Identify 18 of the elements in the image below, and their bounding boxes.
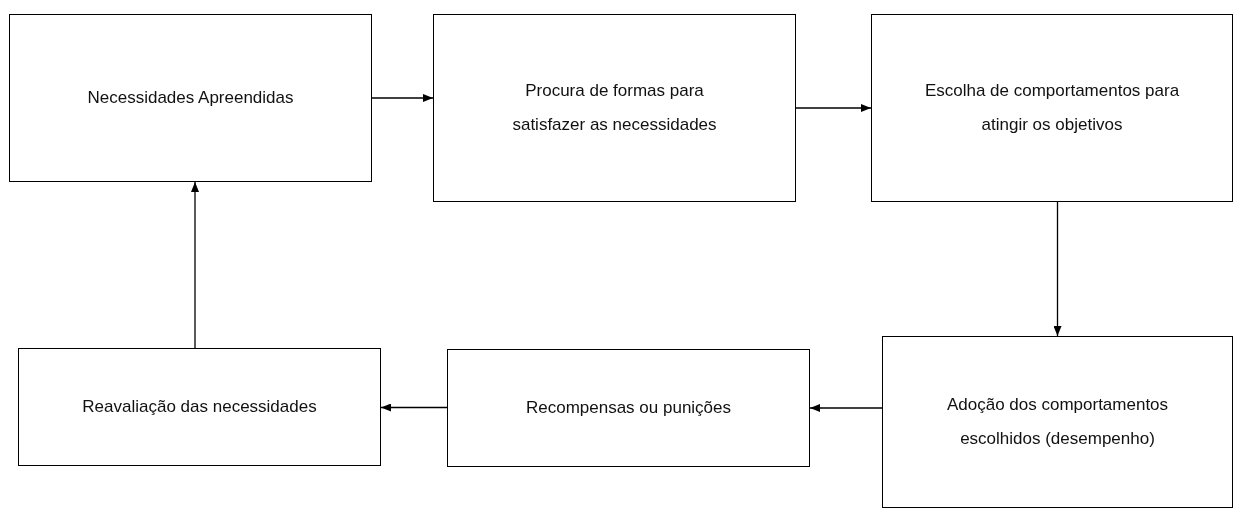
box-text: Necessidades Apreendidas	[87, 87, 294, 109]
process-box	[18, 348, 381, 466]
arrow	[1053, 201, 1062, 337]
process-box	[9, 14, 372, 182]
box-text: Procura de formas para satisfazer as necessidades	[511, 80, 718, 136]
box-text: Escolha de comportamentos para atingir os objetivos	[923, 80, 1181, 136]
box-text: Adoção dos comportamentos escolhidos (desempenho)	[945, 394, 1170, 450]
arrow	[191, 181, 199, 349]
arrow	[371, 94, 434, 102]
process-box	[447, 349, 810, 467]
process-box	[433, 14, 796, 202]
box-text: Recompensas ou punições	[525, 397, 732, 419]
process-box	[882, 336, 1233, 508]
arrow	[809, 404, 883, 412]
arrow	[795, 104, 872, 112]
process-box	[871, 14, 1233, 202]
arrow	[380, 403, 448, 412]
box-text: Reavaliação das necessidades	[82, 396, 317, 418]
